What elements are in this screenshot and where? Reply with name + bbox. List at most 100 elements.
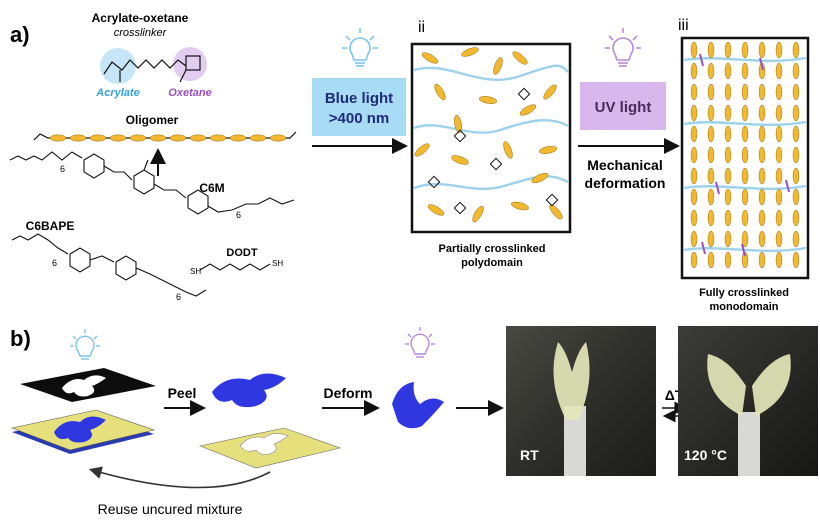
oxetane-label: Oxetane [168,87,211,99]
oligomer-mesogen [209,134,227,142]
crosslink-bond [785,179,790,193]
crosslink-bond [701,241,706,255]
deform-label: Deform [323,385,372,401]
stage-iii-label: iii [678,17,689,34]
aligned-mesogen [775,41,783,59]
acrylate-label: Acrylate [95,87,139,99]
oligomer-mesogen [269,134,287,142]
aligned-mesogen [690,125,698,143]
aligned-mesogen [792,125,800,143]
aligned-mesogen [707,230,715,248]
aligned-mesogen [690,41,698,59]
aligned-mesogen [707,251,715,269]
mesogen [519,104,537,116]
oligomer-mesogen [89,134,107,142]
blue-lightbulb-icon [342,28,378,67]
crosslinker-chain [413,175,569,191]
crosslinker-subtitle: crosslinker [114,27,168,39]
aligned-mesogen [758,251,766,269]
monodomain-network [683,41,807,269]
polydomain-network [413,47,569,223]
aligned-mesogen [724,167,732,185]
aligned-mesogen [724,83,732,101]
aligned-mesogen [690,146,698,164]
aligned-mesogen [741,230,749,248]
oligomer-mesogen [109,134,127,142]
aligned-mesogen [690,104,698,122]
cured-butterfly [54,416,106,443]
uv-light-label: UV light [595,99,652,116]
aligned-mesogen [758,125,766,143]
c6m-sub6: 6 [60,164,65,174]
aligned-mesogen [792,230,800,248]
aligned-mesogen [758,41,766,59]
film-cutout [239,433,289,455]
aligned-mesogen [775,230,783,248]
full-line2: monodomain [709,301,778,313]
deformed-butterfly [392,382,444,429]
stage-ii-label: ii [418,19,425,36]
mesogen [434,83,446,101]
left-wing-open [707,354,746,416]
crosslinker-chain [683,246,807,253]
uv-lightbulb-icon-b [405,327,435,358]
aligned-mesogen [775,104,783,122]
partial-line1: Partially crosslinked [439,243,546,255]
acrylate-highlight [100,48,136,84]
aligned-mesogen [792,62,800,80]
aligned-mesogen [724,230,732,248]
mesogen [511,201,529,211]
crosslink-bond [699,53,704,67]
mesogen [538,146,558,154]
aligned-mesogen [741,104,749,122]
rt-clamp [564,406,586,476]
aligned-mesogen [792,167,800,185]
aligned-mesogen [707,146,715,164]
aligned-mesogen [707,125,715,143]
oligomer-chain [33,131,297,142]
aligned-mesogen [724,188,732,206]
aligned-mesogen [690,188,698,206]
mesogen [493,57,503,75]
aligned-mesogen [792,83,800,101]
aligned-mesogen [758,188,766,206]
oxetane-ring [427,175,441,189]
aligned-mesogen [741,209,749,227]
aligned-mesogen [775,167,783,185]
oligomer-mesogen [69,134,87,142]
peel-label: Peel [168,385,197,401]
mesogen [454,114,462,134]
aligned-mesogen [758,146,766,164]
crosslinker-chain [683,120,807,127]
uv-lightbulb-icon [605,28,641,67]
crosslinker-chain [413,64,569,81]
oxetane-ring [453,129,467,143]
rt-label: RT [520,447,539,463]
oligomer-mesogen [169,134,187,142]
panel-a-label: a) [10,22,30,47]
aligned-mesogen [724,125,732,143]
aligned-mesogen [707,209,715,227]
crosslink-bond [759,57,764,71]
butterfly-cutout [62,375,106,397]
rt-actuator [553,342,590,420]
reuse-arrow [88,466,271,489]
mesogen [478,96,498,104]
mesogen [503,141,513,159]
aligned-mesogen [775,62,783,80]
oxetane-highlight [173,47,207,81]
panel-b-label: b) [10,326,31,351]
aligned-mesogen [775,209,783,227]
aligned-mesogen [707,167,715,185]
hot-clamp [738,412,760,476]
mechanical-line1: Mechanical [587,157,662,173]
polydomain-box [410,42,572,234]
c6m-sub6b: 6 [236,210,241,220]
mesogen [461,47,479,57]
aligned-mesogen [741,188,749,206]
aligned-mesogen [741,125,749,143]
aligned-mesogen [775,83,783,101]
oligomer-mesogen [249,134,267,142]
aligned-mesogen [724,104,732,122]
crosslinker-chain [683,184,807,191]
